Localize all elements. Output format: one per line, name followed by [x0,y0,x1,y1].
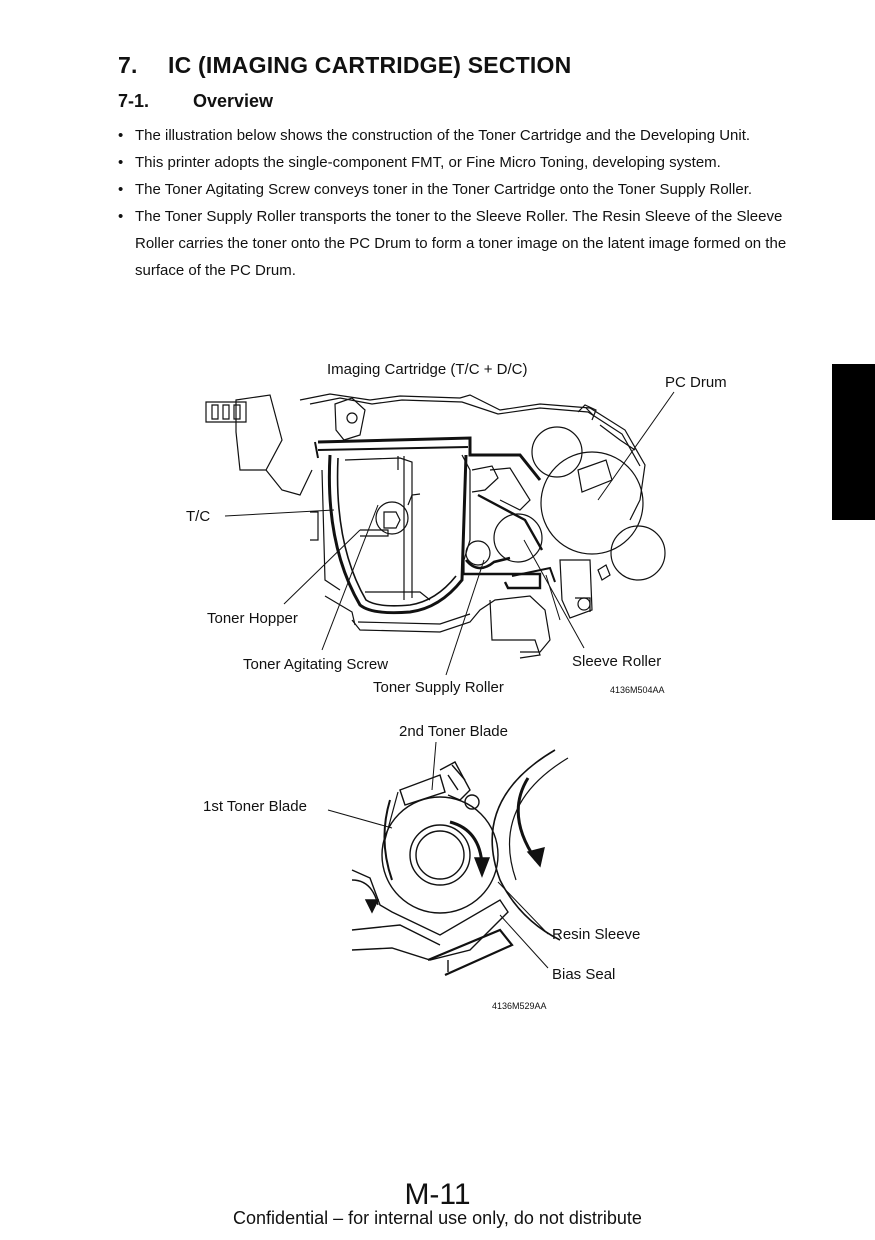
label-toner-hopper: Toner Hopper [207,610,298,627]
section-title: 7. IC (IMAGING CARTRIDGE) SECTION [118,52,571,79]
figure2-leader-lines [327,741,549,969]
label-bias-seal: Bias Seal [552,966,615,983]
bullet-dot-icon: • [118,127,124,144]
subsection-number: 7-1. [118,91,150,111]
figure1-leader-lines [224,391,675,676]
page-number: M-11 [404,1178,471,1211]
bullet-item: • The Toner Agitating Screw conveys toner… [118,176,798,203]
bullet-item: • The Toner Supply Roller transports the … [118,203,798,284]
figure1-code: 4136M504AA [610,685,665,695]
bullet-text: The Toner Supply Roller transports the t… [135,208,787,279]
confidential-footer: Confidential – for internal use only, do… [233,1208,642,1228]
label-toner-agitating-screw: Toner Agitating Screw [243,656,388,673]
label-pc-drum: PC Drum [665,374,727,391]
section-title-text: IC (IMAGING CARTRIDGE) SECTION [168,52,572,78]
bullet-item: • This printer adopts the single-componen… [118,149,798,176]
overview-bullet-list: • The illustration below shows the constr… [118,122,798,284]
label-imaging-cartridge: Imaging Cartridge (T/C + D/C) [327,361,527,378]
bullet-text: The illustration below shows the constru… [135,127,751,144]
label-tc: T/C [186,508,210,525]
bullet-text: This printer adopts the single-component… [135,154,721,171]
bullet-text: The Toner Agitating Screw conveys toner … [135,181,753,198]
label-sleeve-roller: Sleeve Roller [572,653,661,670]
sleeve-roller-detail-drawing [351,749,569,977]
label-toner-supply-roller: Toner Supply Roller [373,679,504,696]
imaging-cartridge-drawing [205,393,666,659]
subsection-title-text: Overview [193,91,274,111]
bullet-item: • The illustration below shows the constr… [118,122,798,149]
label-2nd-toner-blade: 2nd Toner Blade [399,723,508,740]
bullet-dot-icon: • [118,208,124,225]
section-number: 7. [118,52,138,78]
section-index-tab [832,364,875,520]
bullet-dot-icon: • [118,154,124,171]
figure2-code: 4136M529AA [492,1001,547,1011]
label-resin-sleeve: Resin Sleeve [552,926,640,943]
bullet-dot-icon: • [118,181,124,198]
label-1st-toner-blade: 1st Toner Blade [203,798,307,815]
subsection-title: 7-1. Overview [118,91,273,112]
